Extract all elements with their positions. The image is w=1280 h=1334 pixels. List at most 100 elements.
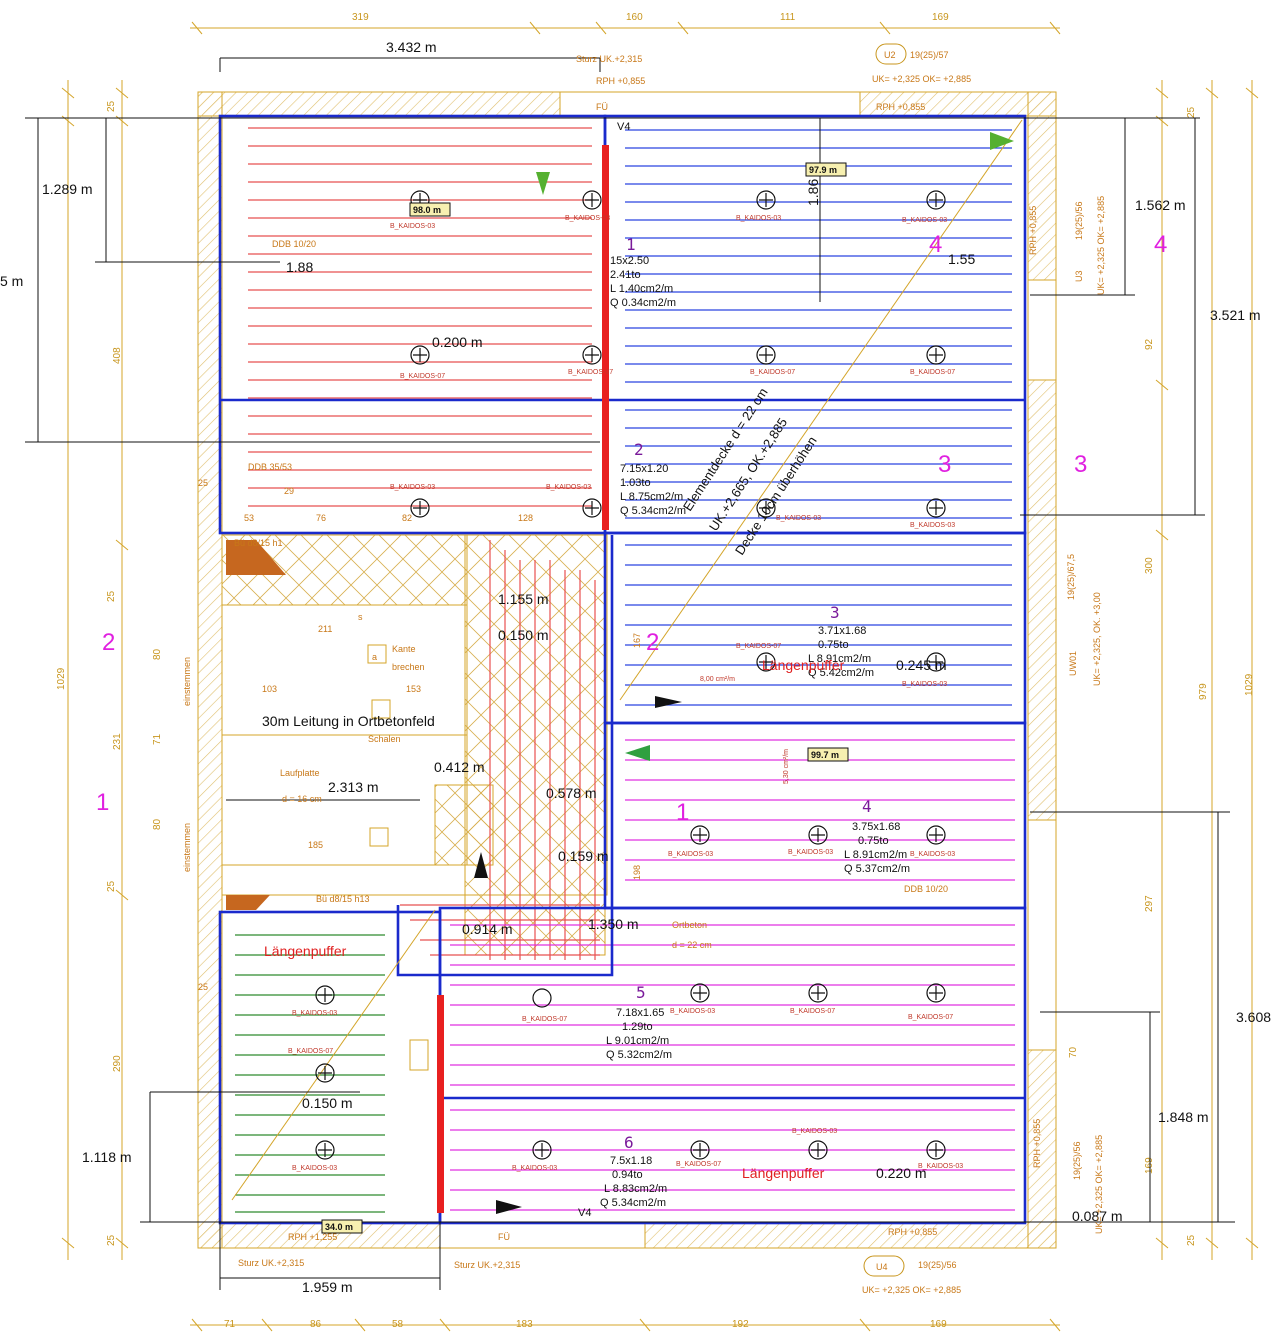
meas-155: 1.55 bbox=[948, 251, 975, 267]
label-room-198: 198 bbox=[632, 865, 642, 880]
circuit-6-line2: 0.94to bbox=[612, 1169, 643, 1181]
blue-heating-loops bbox=[625, 129, 1012, 706]
label-rph-right1: RPH +0,855 bbox=[1028, 206, 1038, 255]
meas-186: 1.86 bbox=[805, 179, 821, 206]
tag-979m: 97.9 m bbox=[809, 165, 837, 175]
outlet-label-7: B_KAIDOS-07 bbox=[750, 369, 795, 376]
zone-2a: 2 bbox=[102, 629, 115, 656]
label-fu-top: FÜ bbox=[596, 102, 608, 112]
meas-1350: 1.350 m bbox=[588, 916, 639, 932]
dim-right-4: 297 bbox=[1144, 895, 1155, 912]
label-laengenpuffer-1: Längenpuffer bbox=[762, 657, 845, 673]
label-brechen: brechen bbox=[392, 662, 425, 672]
outlet-label-4: B_KAIDOS-03 bbox=[902, 217, 947, 224]
dim-top-0: 319 bbox=[352, 12, 369, 23]
label-leitung: 30m Leitung in Ortbetonfeld bbox=[262, 713, 435, 729]
meas-3432: 3.432 m bbox=[386, 39, 437, 55]
circuit-4-line1: 3.75x1.68 bbox=[852, 821, 900, 833]
dim-bottom-1: 86 bbox=[310, 1319, 322, 1330]
circuit-2-line2: 1.03to bbox=[620, 477, 651, 489]
label-u4-uk: UK= +2,325 OK= +2,885 bbox=[862, 1285, 961, 1295]
circuit-2-number: 2 bbox=[634, 440, 644, 459]
circuit-6-annotation: 6 7.5x1.18 0.94to L 8.83cm2/m Q 5.34cm2/… bbox=[600, 1133, 667, 1209]
outlet-label-9: B_KAIDOS-03 bbox=[390, 484, 435, 491]
meas-1848: 1.848 m bbox=[1158, 1109, 1209, 1125]
zone-1b: 1 bbox=[676, 799, 689, 826]
label-room-103: 103 bbox=[262, 684, 277, 694]
circuit-4-line2: 0.75to bbox=[858, 835, 889, 847]
dim-left-5: 80 bbox=[152, 818, 163, 830]
outlet-label-3: B_KAIDOS-03 bbox=[736, 215, 781, 222]
label-room-153: 153 bbox=[406, 684, 421, 694]
circuit-1-number: 1 bbox=[626, 235, 636, 254]
meas-1155: 1.155 m bbox=[498, 591, 549, 607]
label-u4: U4 bbox=[876, 1262, 888, 1272]
outlet-label-20: B_KAIDOS-07 bbox=[790, 1008, 835, 1015]
label-room-29: 29 bbox=[284, 486, 294, 496]
label-room-25b: 25 bbox=[198, 982, 208, 992]
dim-text-left: 25 408 25 80 71 80 231 25 290 25 1029 bbox=[56, 100, 163, 1246]
length-tags: 98.0 m 97.9 m 99.7 m 34.0 m bbox=[321, 162, 849, 1234]
outlet-label-12: B_KAIDOS-03 bbox=[910, 522, 955, 529]
label-kante: Kante bbox=[392, 644, 416, 654]
dimension-chains bbox=[61, 21, 1259, 1332]
label-laufplatte: Laufplatte bbox=[280, 768, 320, 778]
outlet-label-24: B_KAIDOS-03 bbox=[292, 1165, 337, 1172]
label-u3: U3 bbox=[1074, 270, 1084, 282]
outlet-label-19: B_KAIDOS-03 bbox=[670, 1008, 715, 1015]
label-w530: 5,30 cm²/m bbox=[783, 749, 790, 784]
label-a: a bbox=[372, 652, 377, 662]
dim-bottom-4: 192 bbox=[732, 1319, 749, 1330]
label-fu-bottom: FÜ bbox=[498, 1232, 510, 1242]
circuit-2-line1: 7.15x1.20 bbox=[620, 463, 668, 475]
dim-top-3: 169 bbox=[932, 12, 949, 23]
circuit-1-line3: L 1.40cm2/m bbox=[610, 283, 673, 295]
label-room-128: 128 bbox=[518, 513, 533, 523]
meas-0220: 0.220 m bbox=[876, 1165, 927, 1181]
label-rph-top2: RPH +0,855 bbox=[876, 102, 925, 112]
label-room-167: 167 bbox=[632, 633, 642, 648]
label-laengenpuffer-2: Längenpuffer bbox=[264, 943, 347, 959]
circuit-3-line2: 0.75to bbox=[818, 639, 849, 651]
dim-left-9: 25 bbox=[106, 1234, 117, 1246]
label-ddb3: DDB 10/20 bbox=[904, 884, 948, 894]
tick-marks bbox=[61, 21, 1259, 1332]
circuit-2-line3: L 8.75cm2/m bbox=[620, 491, 683, 503]
label-room-82: 82 bbox=[402, 513, 412, 523]
circuit-5-annotation: 5 7.18x1.65 1.29to L 9.01cm2/m Q 5.32cm2… bbox=[606, 983, 672, 1061]
circuit-1-line2: 2.41to bbox=[610, 269, 641, 281]
outlet-label-14: B_KAIDOS-03 bbox=[902, 681, 947, 688]
outlet-markers bbox=[315, 190, 946, 1160]
measurements: 3.432 m 1.289 m 5 m 1.88 0.200 m 1.55 1.… bbox=[0, 39, 1271, 1295]
dim-right-3: 979 bbox=[1198, 683, 1209, 700]
label-bu1: Bü d8/15 h1 bbox=[234, 538, 283, 548]
circuit-4-line4: Q 5.37cm2/m bbox=[844, 863, 910, 875]
dim-bottom-0: 71 bbox=[224, 1319, 236, 1330]
outlet-label-17: B_KAIDOS-03 bbox=[910, 851, 955, 858]
dim-left-0: 25 bbox=[106, 100, 117, 112]
circuit-2-annotation: 2 7.15x1.20 1.03to L 8.75cm2/m Q 5.34cm2… bbox=[620, 440, 686, 517]
outlet-label-8: B_KAIDOS-07 bbox=[910, 369, 955, 376]
outlet-label-28: B_KAIDOS-03 bbox=[918, 1163, 963, 1170]
outlet-label-15: B_KAIDOS-03 bbox=[668, 851, 713, 858]
outlet-label-18: B_KAIDOS-07 bbox=[522, 1016, 567, 1023]
label-laufplatte-d: d = 16 cm bbox=[282, 794, 322, 804]
dim-text-bottom: 71 86 58 183 192 169 bbox=[224, 1319, 947, 1330]
label-element-3: Decke 10cm überhöhen bbox=[732, 434, 820, 558]
flow-arrows bbox=[474, 132, 1014, 1214]
label-u5-uk: UK= +2,325 OK= +2,885 bbox=[1094, 1135, 1104, 1234]
label-bu2: Bü d8/15 h13 bbox=[316, 894, 370, 904]
outlet-label-16: B_KAIDOS-03 bbox=[788, 849, 833, 856]
label-sturz-top: Sturz UK.+2,315 bbox=[576, 54, 642, 64]
dim-left-1: 408 bbox=[112, 347, 123, 364]
label-einstemmen2: einstemmen bbox=[182, 823, 192, 872]
outlet-label-25: B_KAIDOS-03 bbox=[512, 1165, 557, 1172]
dim-left-10: 1029 bbox=[56, 667, 67, 690]
label-u2: U2 bbox=[884, 50, 896, 60]
label-room-53: 53 bbox=[244, 513, 254, 523]
meas-0245: 0.245 m bbox=[896, 657, 947, 673]
label-uw01-spec: 19(25)/67,5 bbox=[1066, 554, 1076, 600]
label-room-76: 76 bbox=[316, 513, 326, 523]
label-u2-spec: 19(25)/57 bbox=[910, 50, 949, 60]
dim-right-1: 92 bbox=[1144, 338, 1155, 350]
